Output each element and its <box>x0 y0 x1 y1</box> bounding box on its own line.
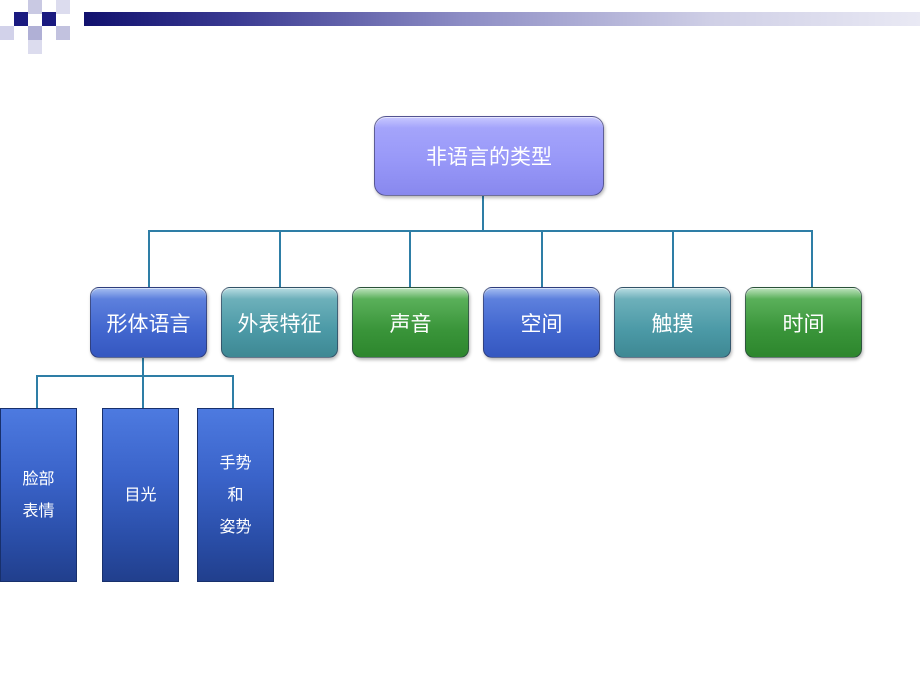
sub-node-line: 表情 <box>22 501 55 520</box>
connector-sub-stem <box>142 358 144 376</box>
sub-node-line: 目光 <box>124 485 157 504</box>
category-label: 空间 <box>520 311 563 336</box>
header-square <box>0 26 14 40</box>
category-node-space: 空间 <box>483 287 600 358</box>
connector-sub-drop <box>232 375 234 408</box>
category-label: 时间 <box>782 311 825 336</box>
sub-node-gesture-posture: 手势 和 姿势 <box>197 408 274 582</box>
connector-sub-drop <box>142 375 144 408</box>
connector-drop <box>279 230 281 287</box>
connector-drop <box>811 230 813 287</box>
connector-sub-drop <box>36 375 38 408</box>
category-node-touch: 触摸 <box>614 287 731 358</box>
header-square <box>28 40 42 54</box>
connector-drop <box>409 230 411 287</box>
sub-node-line: 手势 <box>219 453 252 472</box>
category-node-body-language: 形体语言 <box>90 287 207 358</box>
root-node-label: 非语言的类型 <box>426 145 552 169</box>
category-label: 形体语言 <box>106 311 191 336</box>
connector-drop <box>541 230 543 287</box>
header-square <box>28 26 42 40</box>
header-gradient-bar <box>84 12 920 26</box>
header-square <box>28 0 42 14</box>
header-square <box>56 0 70 14</box>
category-node-appearance: 外表特征 <box>221 287 338 358</box>
header-square <box>56 26 70 40</box>
sub-node-line: 脸部 <box>22 469 55 488</box>
header-square <box>42 12 56 26</box>
category-node-time: 时间 <box>745 287 862 358</box>
sub-node-line: 和 <box>227 485 244 504</box>
header-square <box>14 12 28 26</box>
sub-node-eye-contact: 目光 <box>102 408 179 582</box>
connector-root-stem <box>482 196 484 231</box>
connector-top-rail <box>148 230 813 232</box>
connector-sub-rail <box>36 375 234 377</box>
sub-node-line: 姿势 <box>219 517 252 536</box>
category-label: 外表特征 <box>237 311 322 336</box>
sub-node-facial-expression: 脸部 表情 <box>0 408 77 582</box>
connector-drop <box>672 230 674 287</box>
category-node-voice: 声音 <box>352 287 469 358</box>
category-label: 触摸 <box>651 311 694 336</box>
root-node: 非语言的类型 <box>374 116 604 196</box>
connector-drop <box>148 230 150 287</box>
category-label: 声音 <box>389 311 432 336</box>
